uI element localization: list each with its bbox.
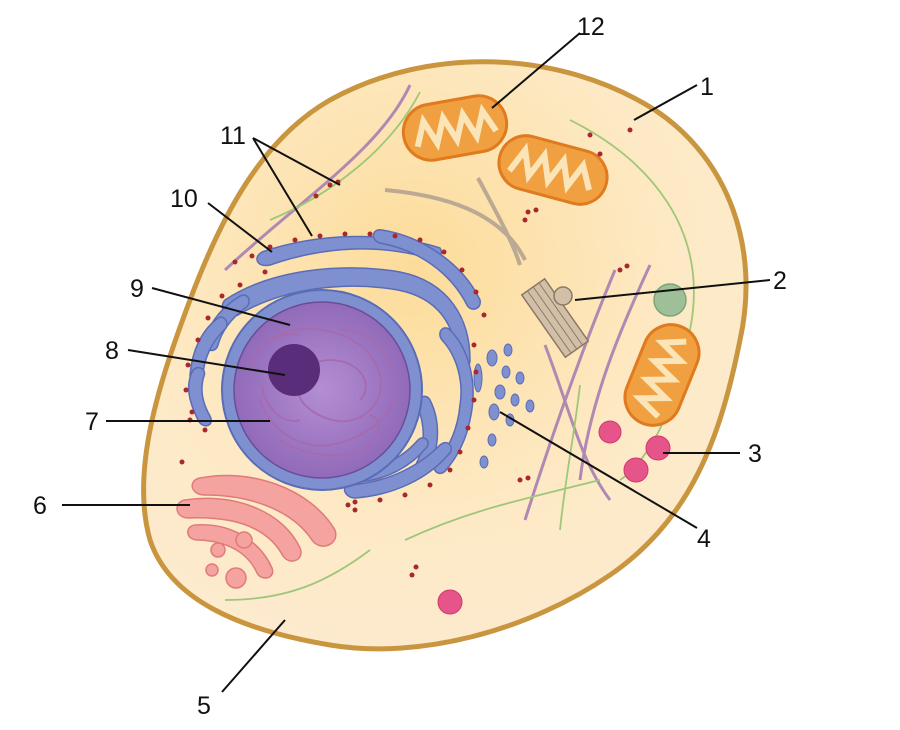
label-5: 5 [197,692,211,720]
centriole-end [553,286,573,306]
label-4: 4 [697,525,711,553]
labels: 1 2 3 4 5 6 7 8 9 10 11 12 [33,13,787,720]
label-1: 1 [700,73,714,101]
label-8: 8 [105,337,119,365]
label-3: 3 [748,440,762,468]
rough-endoplasmic-reticulum [187,229,481,499]
chromatin [249,327,396,457]
nucleoplasm [233,301,411,479]
mitochondrion-2 [497,134,609,206]
lysosomes [437,420,671,615]
label-9: 9 [130,275,144,303]
label-11: 11 [220,122,246,150]
label-7: 7 [85,408,99,436]
mitochondrion-1 [401,94,509,162]
nucleus [221,289,423,491]
label-10: 10 [170,185,198,213]
label-6: 6 [33,492,47,520]
ribosomes [179,127,633,578]
label-12: 12 [577,13,605,41]
mitochondrion-3 [623,323,701,427]
label-2: 2 [773,267,787,295]
leader-lines [62,32,771,693]
centrioles [520,277,590,359]
golgi-apparatus [176,474,337,589]
nucleolus [268,344,320,396]
